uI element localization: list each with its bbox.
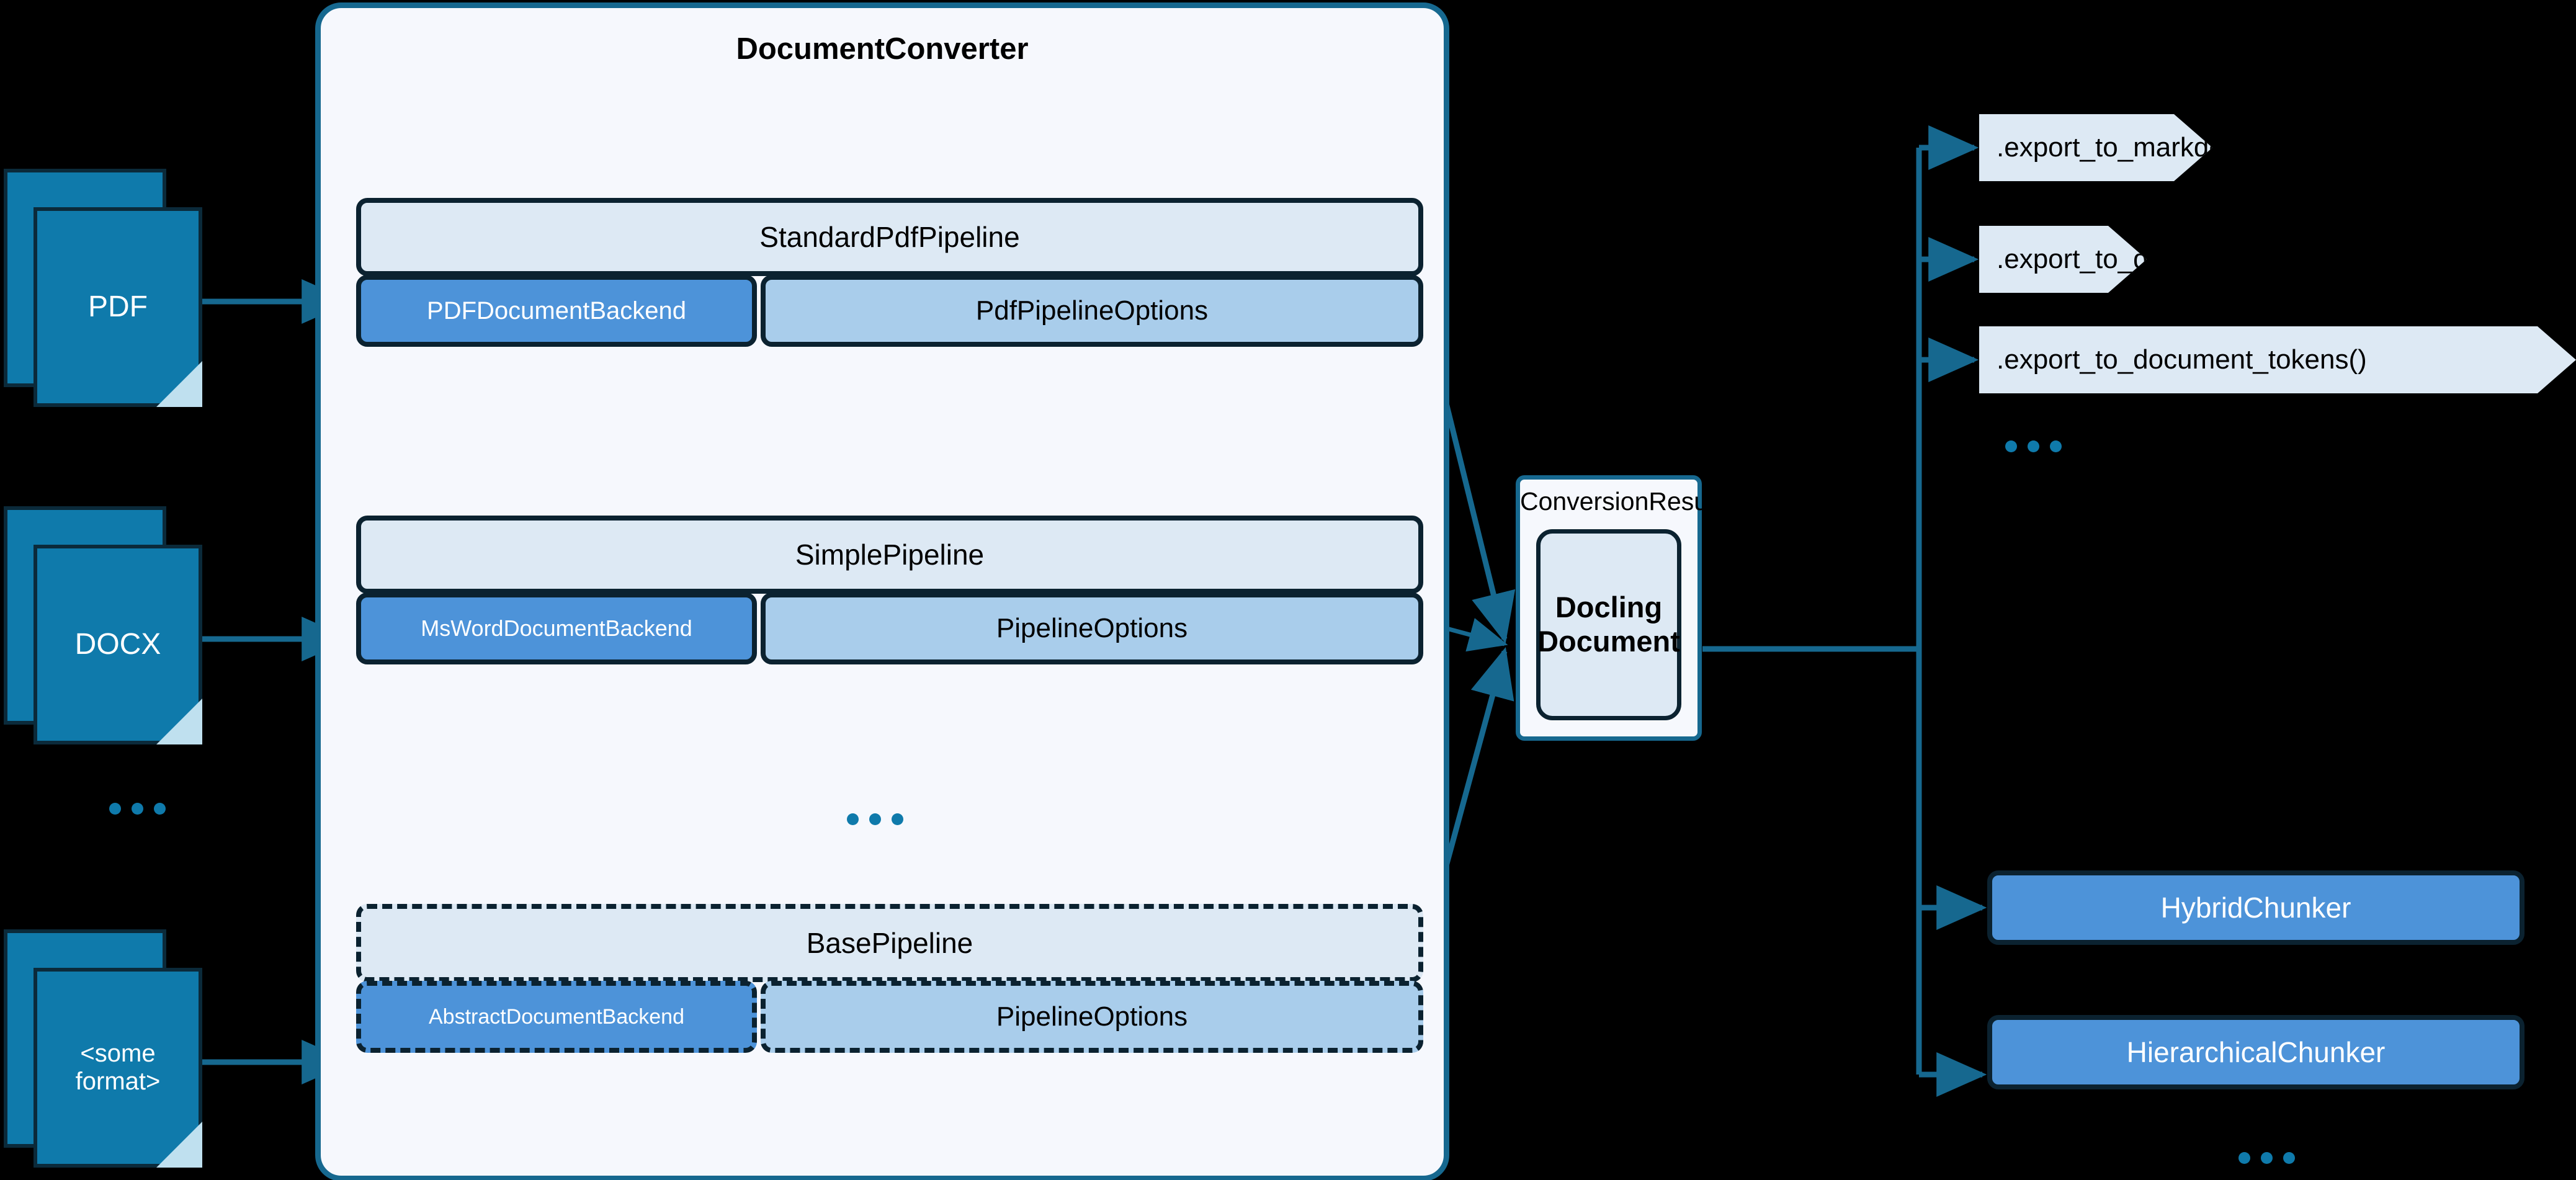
pipeline-options: PdfPipelineOptions	[761, 275, 1423, 347]
pipeline-backend: PDFDocumentBackend	[356, 275, 757, 347]
chunker-label: HierarchicalChunker	[2126, 1036, 2386, 1068]
input-document-other[interactable]: <some format>	[4, 929, 208, 1180]
chunker-hybrid[interactable]: HybridChunker	[1987, 870, 2525, 945]
page-title: DocumentConverter	[736, 32, 1029, 66]
pipeline-options: PipelineOptions	[761, 592, 1423, 664]
conversion-result-label: ConversionResult	[1520, 487, 1721, 516]
pipeline-simple[interactable]: SimplePipeline MsWordDocumentBackend Pip…	[356, 516, 1423, 664]
export-chip-label: .export_to_document_tokens()	[1997, 344, 2367, 375]
pipeline-standardpdf[interactable]: StandardPdfPipeline PDFDocumentBackend P…	[356, 198, 1423, 347]
pipeline-options: PipelineOptions	[761, 981, 1423, 1053]
export-chip-document-tokens[interactable]: .export_to_document_tokens()	[1979, 326, 2576, 393]
chunker-ellipsis	[2238, 1152, 2295, 1164]
pipeline-base[interactable]: BasePipeline AbstractDocumentBackend Pip…	[356, 904, 1423, 1053]
pipeline-backend: MsWordDocumentBackend	[356, 592, 757, 664]
pipeline-backend: AbstractDocumentBackend	[356, 981, 757, 1053]
page-fold-icon	[156, 699, 202, 744]
pipeline-name: SimplePipeline	[356, 516, 1423, 594]
pipeline-name: StandardPdfPipeline	[356, 198, 1423, 276]
pipeline-name: BasePipeline	[356, 904, 1423, 982]
chunker-label: HybridChunker	[2160, 892, 2351, 924]
page-fold-icon	[156, 361, 202, 407]
conversion-result-box[interactable]: ConversionResult Docling Document	[1516, 475, 1721, 741]
input-ellipsis	[109, 803, 166, 815]
export-ellipsis	[2005, 440, 2062, 452]
input-document-docx[interactable]: DOCX	[4, 506, 208, 767]
export-chip-markdown[interactable]: .export_to_markdown()	[1979, 114, 2212, 181]
page-fold-icon	[156, 1122, 202, 1168]
pipeline-ellipsis	[847, 813, 903, 825]
input-document-pdf[interactable]: PDF	[4, 169, 208, 429]
document-front: DOCX	[34, 545, 202, 744]
docling-document-box[interactable]: Docling Document	[1536, 529, 1681, 720]
chunker-hierarchical[interactable]: HierarchicalChunker	[1987, 1015, 2525, 1089]
document-converter-container: DocumentConverter StandardPdfPipeline PD…	[315, 2, 1449, 1180]
